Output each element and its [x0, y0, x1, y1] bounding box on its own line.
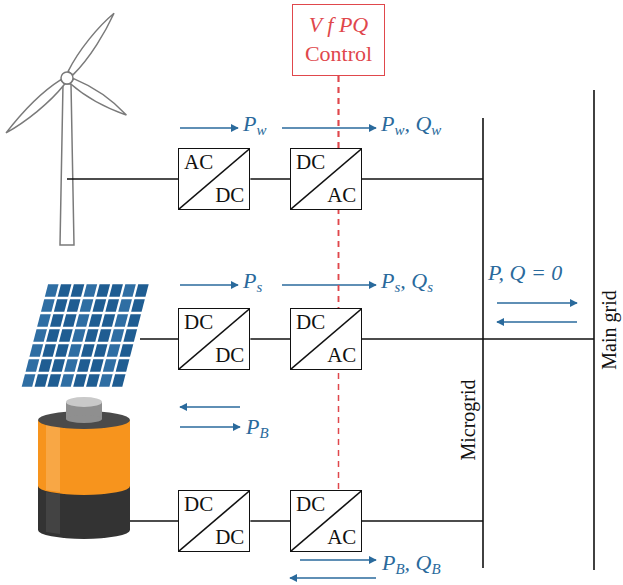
control-box: V f PQControl: [292, 4, 385, 76]
solar-cell: [26, 359, 40, 372]
power-label: PB, QB: [382, 552, 441, 574]
wind-turbine: [3, 10, 129, 245]
power-label: Ps: [243, 270, 262, 292]
solar-cell: [127, 314, 141, 327]
converter-text: DC: [184, 494, 213, 515]
solar-cell: [98, 329, 112, 342]
dc-link: [250, 520, 290, 522]
solar-cell: [109, 284, 123, 297]
solar-cell: [51, 359, 65, 372]
solar-cell: [58, 284, 72, 297]
converter-text: DC: [215, 345, 244, 366]
dc-link: [250, 338, 290, 340]
solar-cell: [46, 329, 60, 342]
solar-cell: [114, 314, 128, 327]
converter-text: DC: [215, 185, 244, 206]
solar-cell: [86, 374, 100, 387]
control-signal: [338, 76, 340, 490]
solar-cell: [67, 299, 81, 312]
solar-cell: [73, 374, 87, 387]
solar-cell: [118, 299, 132, 312]
solar-cell: [102, 314, 116, 327]
bus-label: Microgrid: [458, 379, 478, 460]
converter-box: DCAC: [290, 490, 362, 552]
solar-cell: [42, 344, 56, 357]
battery: [38, 397, 130, 539]
solar-cell: [92, 299, 106, 312]
dc-link: [250, 178, 290, 180]
solar-cell: [76, 314, 90, 327]
solar-cell: [131, 299, 145, 312]
solar-cell: [54, 299, 68, 312]
converter-text: DC: [296, 152, 325, 173]
power-label: Ps, Qs: [381, 270, 433, 292]
control-text: V f PQ: [309, 11, 368, 40]
solar-cell: [122, 284, 136, 297]
solar-cell: [89, 314, 103, 327]
solar-cell: [60, 374, 74, 387]
solar-cell: [55, 344, 69, 357]
solar-cell: [59, 329, 73, 342]
converter-box: ACDC: [178, 148, 250, 210]
converter-text: DC: [296, 312, 325, 333]
solar-cell: [135, 284, 149, 297]
converter-box: DCAC: [290, 148, 362, 210]
bus-label: Main grid: [599, 290, 619, 369]
solar-cell: [81, 344, 95, 357]
solar-cell: [120, 344, 134, 357]
solar-cell: [105, 299, 119, 312]
solar-cell: [116, 359, 130, 372]
solar-cell: [77, 359, 91, 372]
converter-text: DC: [184, 312, 213, 333]
converter-box: DCAC: [290, 308, 362, 370]
solar-cell: [103, 359, 117, 372]
converter-text: DC: [296, 494, 325, 515]
solar-cell: [33, 329, 47, 342]
solar-cell: [96, 284, 110, 297]
solar-cell: [83, 284, 97, 297]
solar-cell: [68, 344, 82, 357]
converter-box: DCDC: [178, 308, 250, 370]
power-label: Pw: [243, 113, 266, 135]
solar-cell: [50, 314, 64, 327]
solar-cell: [41, 299, 55, 312]
solar-cell: [123, 329, 137, 342]
solar-cell: [37, 314, 51, 327]
converter-text: AC: [327, 185, 356, 206]
converter-text: AC: [327, 345, 356, 366]
solar-cell: [38, 359, 52, 372]
solar-cell: [80, 299, 94, 312]
converter-text: AC: [327, 527, 356, 548]
control-text: Control: [305, 40, 372, 69]
power-label: Pw, Qw: [381, 113, 441, 135]
wires: [67, 90, 594, 570]
solar-cell: [107, 344, 121, 357]
solar-cell: [71, 284, 85, 297]
solar-cell: [99, 374, 113, 387]
solar-cell: [111, 329, 125, 342]
solar-cell: [63, 314, 77, 327]
solar-cell: [85, 329, 99, 342]
solar-cell: [72, 329, 86, 342]
converter-text: DC: [215, 527, 244, 548]
solar-cell: [90, 359, 104, 372]
power-label: P, Q = 0: [488, 262, 562, 284]
converter-text: AC: [184, 152, 213, 173]
solar-cell: [47, 374, 61, 387]
solar-cell: [35, 374, 49, 387]
solar-cell: [45, 284, 59, 297]
solar-cell: [29, 344, 43, 357]
solar-cell: [112, 374, 126, 387]
power-label: PB: [246, 416, 269, 438]
solar-cell: [22, 374, 36, 387]
solar-cell: [64, 359, 78, 372]
converter-box: DCDC: [178, 490, 250, 552]
solar-panel: [22, 284, 149, 387]
solar-cell: [94, 344, 108, 357]
